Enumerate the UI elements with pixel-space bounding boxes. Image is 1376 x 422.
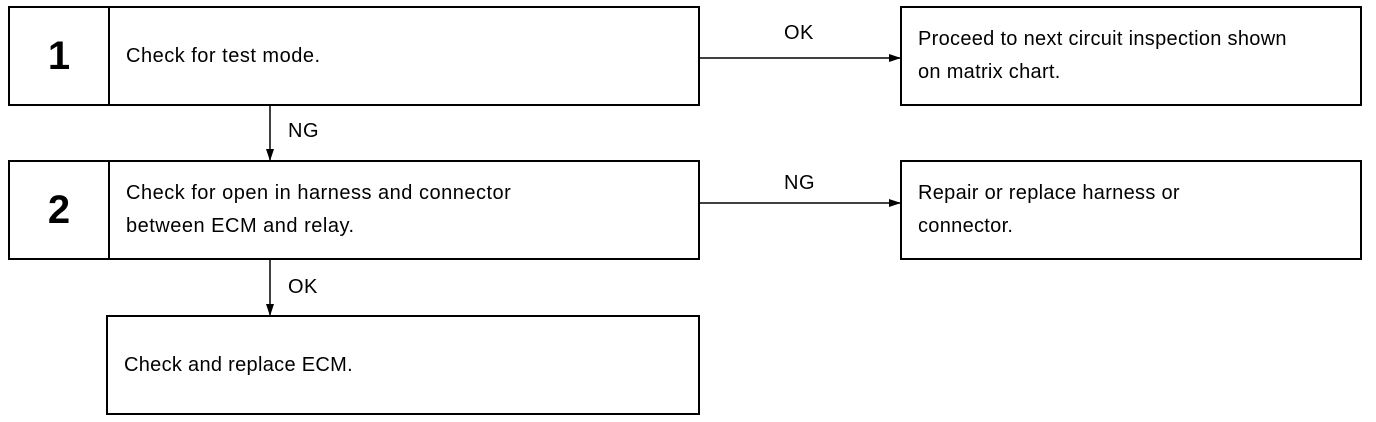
step-1-number: 1 (10, 8, 110, 104)
result-step2-ng-box: Repair or replace harness or connector. (900, 160, 1362, 260)
step-2-number: 2 (10, 162, 110, 258)
step-2-text: Check for open in harness and connector … (126, 182, 512, 237)
step-1-box: 1 Check for test mode. (8, 6, 700, 106)
label-step1-ng: NG (288, 120, 319, 142)
result-final-box: Check and replace ECM. (106, 315, 700, 415)
step-1-text: Check for test mode. (126, 44, 321, 67)
label-step2-ng: NG (784, 172, 815, 194)
label-step1-ok: OK (784, 22, 814, 44)
step-2-box: 2 Check for open in harness and connecto… (8, 160, 700, 260)
label-step2-ok: OK (288, 276, 318, 298)
result-step1-ok-box: Proceed to next circuit inspection shown… (900, 6, 1362, 106)
